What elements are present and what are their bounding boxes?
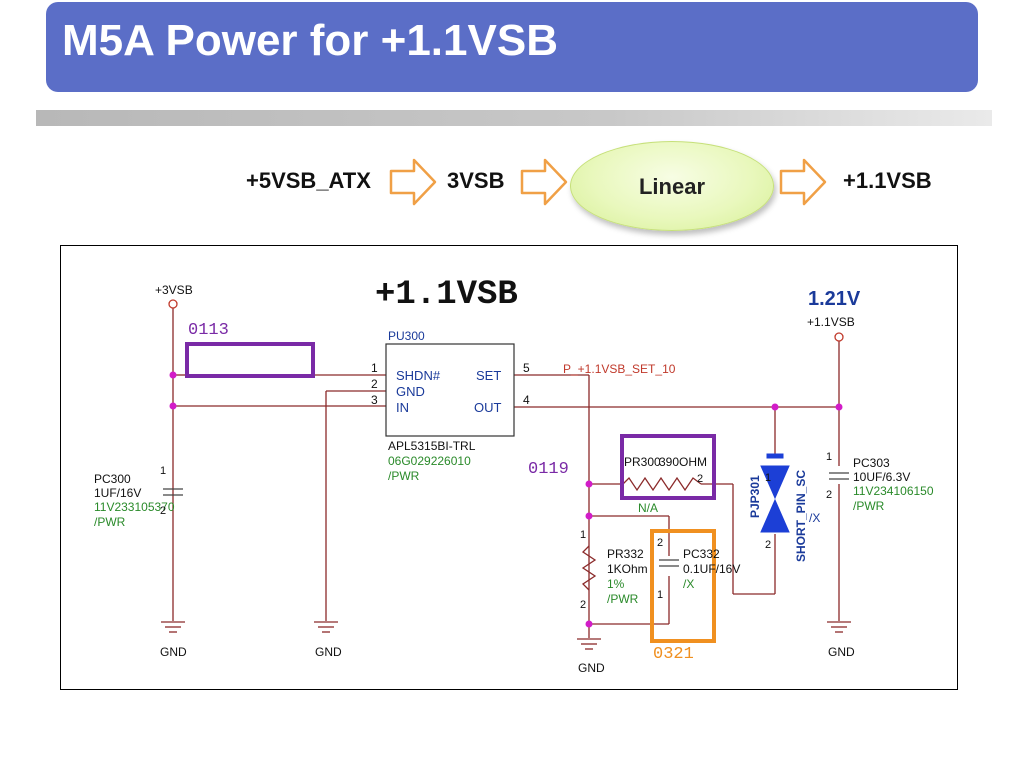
- pr332-tol: 1%: [607, 577, 625, 591]
- pin-number: 4: [523, 393, 530, 407]
- regulator-type-ellipse: Linear: [570, 141, 774, 231]
- marker-box-0119: [620, 434, 716, 500]
- pin-number: 2: [371, 377, 378, 391]
- ground-icon: [314, 621, 338, 633]
- pc300-value: 1UF/16V: [94, 486, 141, 500]
- pjp301-group: /X: [809, 511, 820, 525]
- flow-output-label: +1.1VSB: [843, 168, 932, 193]
- output-rail-label: +1.1VSB: [807, 315, 855, 329]
- marker-box-0113: [185, 342, 315, 378]
- pin-label: IN: [396, 400, 409, 415]
- pjp301-name: SHORT_PIN_SC: [794, 470, 808, 562]
- title-divider: [36, 110, 992, 126]
- ground-icon: [577, 638, 601, 650]
- pin-label: GND: [396, 384, 425, 399]
- gnd-label: GND: [315, 645, 342, 659]
- pin-number: 3: [371, 393, 378, 407]
- pin-number: 1: [765, 472, 771, 484]
- pin-label: SHDN#: [396, 368, 441, 383]
- pin-number: 1: [657, 589, 663, 601]
- input-rail-label: +3VSB: [155, 283, 193, 297]
- pr332-value: 1KOhm: [607, 562, 648, 576]
- pin-number: 2: [765, 539, 771, 551]
- regulator-ic: [385, 343, 515, 437]
- pin-number: 1: [826, 451, 832, 463]
- pin-number: 5: [523, 361, 530, 375]
- flow-arrow-icon: [520, 158, 568, 206]
- slide-title: M5A Power for +1.1VSB: [62, 16, 558, 65]
- gnd-label: GND: [160, 645, 187, 659]
- pin-number: 2: [697, 473, 703, 485]
- flow-source-label: +5VSB_ATX: [246, 168, 371, 193]
- pr332-ref: PR332: [607, 547, 644, 561]
- pin-number: 1: [580, 529, 586, 541]
- schematic-heading: +1.1VSB: [375, 276, 518, 314]
- pr300-value: 390OHM: [659, 455, 707, 469]
- flow-arrow-icon: [389, 158, 437, 206]
- gnd-label: GND: [828, 645, 855, 659]
- marker-0119-label: 0119: [528, 460, 569, 479]
- pc303-ref: PC303: [853, 456, 890, 470]
- junction-dots: [169, 371, 843, 628]
- regulator-pn: 06G029226010: [388, 454, 471, 468]
- resistor-icon: [622, 476, 702, 492]
- pc332-group: /X: [683, 577, 694, 591]
- pjp301-ref: PJP301: [748, 475, 762, 518]
- regulator-ref: PU300: [388, 329, 425, 343]
- pin-label: OUT: [474, 400, 502, 415]
- capacitor-plates: [163, 472, 849, 567]
- pc332-ref: PC332: [683, 547, 720, 561]
- gnd-label: GND: [578, 661, 605, 675]
- flow-arrow-icon: [779, 158, 827, 206]
- schematic-diagram: +1.1VSB 1.21V +3VSB +1.1VSB 0113 0119 03…: [94, 276, 934, 675]
- pc300-pn: 11V233105370: [94, 500, 175, 514]
- pc303-value: 10UF/6.3V: [853, 470, 910, 484]
- pc300-ref: PC300: [94, 472, 131, 486]
- pin-number: 2: [580, 599, 586, 611]
- wires: [172, 308, 840, 638]
- marker-0321-label: 0321: [653, 645, 694, 664]
- pin-label: SET: [476, 368, 501, 383]
- marker-0113-label: 0113: [188, 321, 229, 340]
- resistor-icon: [581, 545, 597, 591]
- flow-intermediate-label: 3VSB: [447, 168, 505, 193]
- power-rail-icon: [834, 332, 844, 342]
- set-net-label: P_+1.1VSB_SET_10: [563, 362, 676, 376]
- pr300-note: N/A: [638, 501, 658, 515]
- pin-number: 2: [657, 537, 663, 549]
- ground-icon: [161, 621, 185, 633]
- regulator-group: /PWR: [388, 469, 420, 483]
- pc300-group: /PWR: [94, 515, 126, 529]
- regulator-part: APL5315BI-TRL: [388, 439, 476, 453]
- marker-box-0321: [650, 529, 716, 643]
- schematic-panel: +1.1VSB 1.21V +3VSB +1.1VSB 0113 0119 03…: [60, 245, 958, 690]
- output-voltage-label: 1.21V: [808, 288, 861, 310]
- short-pin-icon: [760, 453, 790, 533]
- pc303-pn: 11V234106150: [853, 484, 934, 498]
- pc332-value: 0.1UF/16V: [683, 562, 740, 576]
- pc303-group: /PWR: [853, 499, 885, 513]
- pr332-group: /PWR: [607, 592, 639, 606]
- pin-number: 2: [160, 505, 166, 517]
- pin-number: 2: [826, 489, 832, 501]
- pin-number: 1: [160, 465, 166, 477]
- title-bar: M5A Power for +1.1VSB: [46, 2, 978, 92]
- regulator-type-label: Linear: [638, 174, 706, 199]
- pin-number: 1: [371, 361, 378, 375]
- ground-icon: [827, 621, 851, 633]
- pr300-ref: PR300: [624, 455, 661, 469]
- power-rail-icon: [168, 299, 178, 309]
